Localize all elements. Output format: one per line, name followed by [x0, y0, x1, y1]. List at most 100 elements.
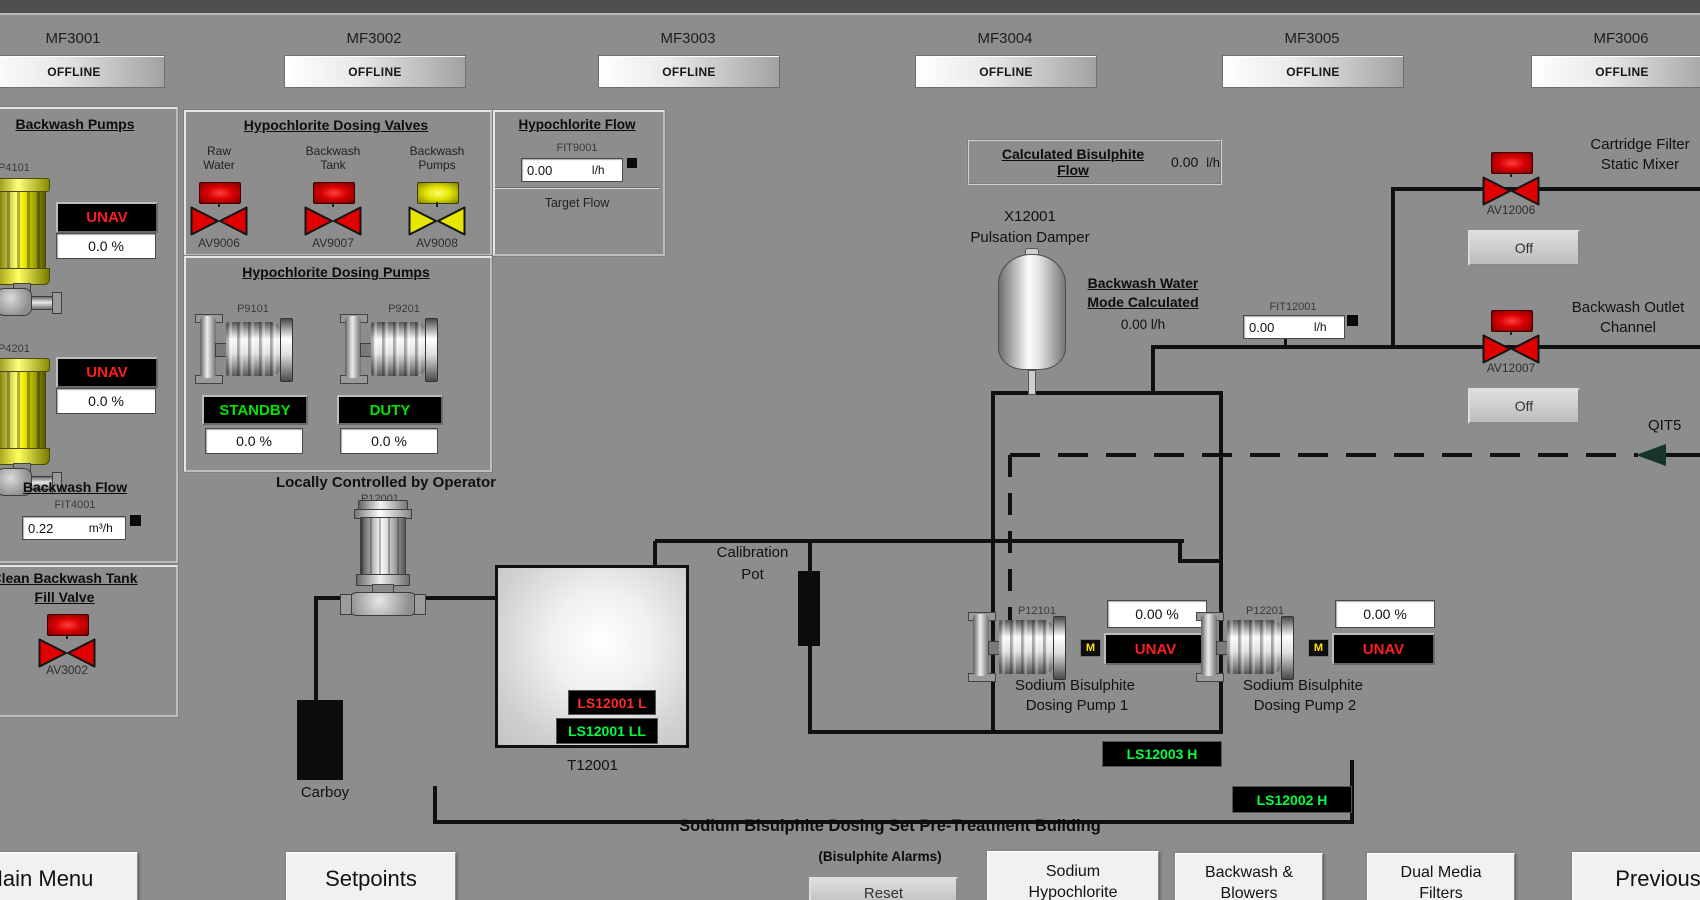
pump-flange	[1053, 616, 1066, 680]
screen-title: Sodium Bisulphite Dosing Set Pre-Treatme…	[679, 817, 1101, 835]
nav-sodium-hypochlorite-button[interactable]: Sodium Hypochlorite	[987, 851, 1159, 900]
pump-inlet	[345, 316, 361, 378]
pump-body	[226, 322, 280, 376]
av3002-valve-icon[interactable]	[38, 612, 96, 668]
valve-stem	[1510, 330, 1512, 335]
mf-offline-button[interactable]: OFFLINE	[915, 55, 1097, 88]
pump-mode-badge: STANDBY	[202, 395, 308, 425]
av12007-valve-icon[interactable]	[1482, 308, 1540, 364]
pipe-dashed	[1010, 453, 1638, 457]
reset-button[interactable]: Reset	[809, 877, 958, 900]
valve-actuator	[1491, 310, 1533, 332]
hypo-pumps-title: Hypochlorite Dosing Pumps	[242, 264, 430, 280]
nav-button-line: Sodium	[1045, 863, 1101, 880]
pump-speed-value: 0.0 %	[88, 393, 124, 409]
nav-button-line: Hypochlorite	[1028, 884, 1118, 900]
level-switch-badge: LS12001 LL	[556, 718, 658, 744]
hypo-valves-title: Hypochlorite Dosing Valves	[243, 117, 429, 133]
hypo-pump-icon[interactable]	[192, 314, 296, 384]
pulsation-damper-icon	[998, 248, 1066, 372]
hypo-pump-icon[interactable]	[337, 314, 441, 384]
pump-speed-readout: 0.00 %	[1335, 600, 1435, 628]
pipe	[808, 730, 1223, 734]
calc-bisulphite-flow-box: Calculated Bisulphite Flow 0.00 l/h	[967, 139, 1222, 185]
nav-previous-button[interactable]: Previous	[1572, 852, 1700, 900]
valve-tag: AV9008	[416, 236, 458, 250]
backwash-pumps-panel	[0, 107, 178, 563]
nav-dual-media-filters-button[interactable]: Dual Media Filters	[1367, 853, 1515, 900]
pump-speed-readout: 0.0 %	[340, 428, 438, 454]
pump-tag: P12201	[1246, 605, 1284, 617]
mf-module-label: MF3004	[977, 30, 1033, 47]
mf-offline-button[interactable]: OFFLINE	[284, 55, 466, 88]
mf-offline-button[interactable]: OFFLINE	[1222, 55, 1404, 88]
pump-flange	[425, 318, 438, 382]
mf-offline-button[interactable]: OFFLINE	[1531, 55, 1700, 88]
pump-volute	[0, 288, 32, 316]
top-bar-highlight	[0, 13, 1700, 15]
backwash-pump-icon[interactable]	[0, 358, 66, 508]
flow-units: m³/h	[88, 521, 113, 535]
pump-speed-readout: 0.00 %	[1107, 600, 1207, 628]
mode-units: l/h	[1150, 317, 1166, 332]
pump-flange	[52, 472, 62, 494]
pipe	[1350, 760, 1354, 824]
backwash-pump-icon[interactable]	[0, 178, 66, 328]
av9008-valve-icon[interactable]	[408, 180, 466, 236]
flow-value: 0.22	[28, 520, 54, 536]
pump-status-badge: UNAV	[56, 357, 158, 388]
dosing-pump-1-icon[interactable]	[965, 612, 1069, 682]
pump-volute	[0, 468, 32, 496]
hypo-valves-panel	[184, 110, 492, 256]
level-switch-badge: LS12003 H	[1102, 741, 1222, 767]
pump-speed-value: 0.0 %	[88, 238, 124, 254]
valve-bowtie-icon	[1482, 334, 1540, 364]
av9007-valve-icon[interactable]	[304, 180, 362, 236]
pipe	[1178, 541, 1182, 563]
nav-setpoints-button[interactable]: Setpoints	[286, 852, 456, 900]
indicator-square	[1347, 315, 1358, 326]
dosing-pump-2-icon[interactable]	[1193, 612, 1297, 682]
nav-backwash-blowers-button[interactable]: Backwash & Blowers	[1175, 853, 1323, 900]
mf-offline-button[interactable]: OFFLINE	[0, 55, 165, 88]
backwash-mode-value: 0.00 l/h	[1065, 317, 1221, 332]
pump-name: Sodium Bisulphite	[1242, 677, 1364, 694]
mode-value: 0.00	[1120, 317, 1148, 332]
av12007-off-button[interactable]: Off	[1468, 388, 1580, 424]
valve-stem	[436, 202, 438, 207]
av12006-valve-icon[interactable]	[1482, 150, 1540, 206]
valve-actuator	[313, 182, 355, 204]
hypo-flow-title: Hypochlorite Flow	[518, 117, 636, 132]
pump-body	[371, 322, 425, 376]
pump-body	[0, 191, 46, 269]
valve-dest-line: Pumps	[418, 158, 456, 172]
pump-flange	[340, 594, 352, 615]
pump-cap	[0, 358, 50, 372]
mf-offline-button[interactable]: OFFLINE	[598, 55, 780, 88]
pump-speed-value: 0.00 %	[1363, 606, 1407, 622]
valve-dest-line: Raw	[206, 144, 231, 158]
backwash-pumps-title: Backwash Pumps	[15, 116, 135, 132]
pump-status-badge: UNAV	[56, 202, 158, 233]
av12006-off-button[interactable]: Off	[1468, 230, 1580, 266]
nav-main-menu-button[interactable]: Main Menu	[0, 852, 138, 900]
valve-stem	[1510, 172, 1512, 177]
local-control-note: Locally Controlled by Operator	[275, 474, 497, 491]
valve-tag: AV9006	[198, 236, 240, 250]
pump-flange	[280, 318, 293, 382]
pump-inlet	[973, 614, 989, 676]
av9006-valve-icon[interactable]	[190, 180, 248, 236]
flow-readout: 0.00 l/h	[1243, 315, 1345, 339]
nav-button-line: Backwash &	[1204, 864, 1294, 881]
pump-speed-value: 0.0 %	[236, 433, 272, 449]
mf-module-label: MF3003	[660, 30, 716, 47]
pump-name: Dosing Pump 1	[1025, 697, 1129, 714]
valve-tag: AV12006	[1486, 203, 1536, 217]
indicator-square	[130, 515, 141, 526]
pump-name: Sodium Bisulphite	[1014, 677, 1136, 694]
top-title-bar	[0, 0, 1700, 13]
pump-inlet	[200, 316, 216, 378]
p12001-pump-icon[interactable]	[340, 500, 426, 616]
